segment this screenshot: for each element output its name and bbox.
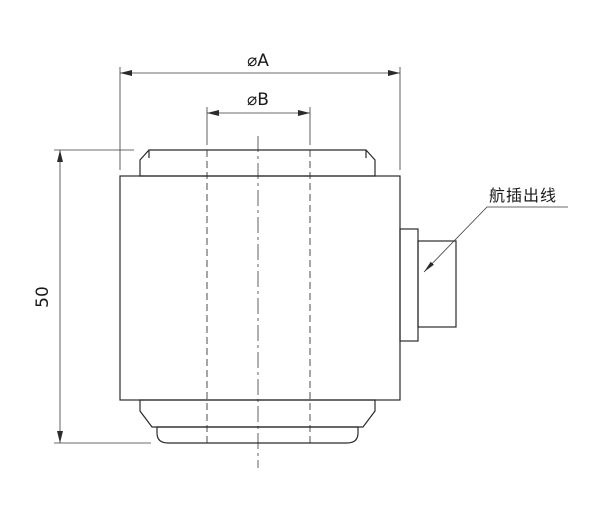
dim-h-label: 50 [33,286,53,308]
dim-h-arrow-top [57,150,63,162]
connector-label: 航插出线 [489,186,557,205]
main-body-outline [119,175,401,401]
bottom-pad-outline [156,426,359,444]
leader-line [423,206,568,273]
connector-flange-outline [399,228,419,342]
connector-block-outline [417,240,457,328]
dim-h-arrow-bottom [57,431,63,443]
dim-b-label: ⌀B [247,90,269,110]
dim-b-arrow-right [298,110,310,116]
dim-a-arrow-left [120,70,132,76]
dim-a-label: ⌀A [247,51,269,71]
dim-b-arrow-left [207,110,219,116]
bottom-flange-outline [139,399,376,428]
dim-a-arrow-right [388,70,400,76]
leader-arrow [424,261,434,272]
top-cap-outline [139,149,376,177]
